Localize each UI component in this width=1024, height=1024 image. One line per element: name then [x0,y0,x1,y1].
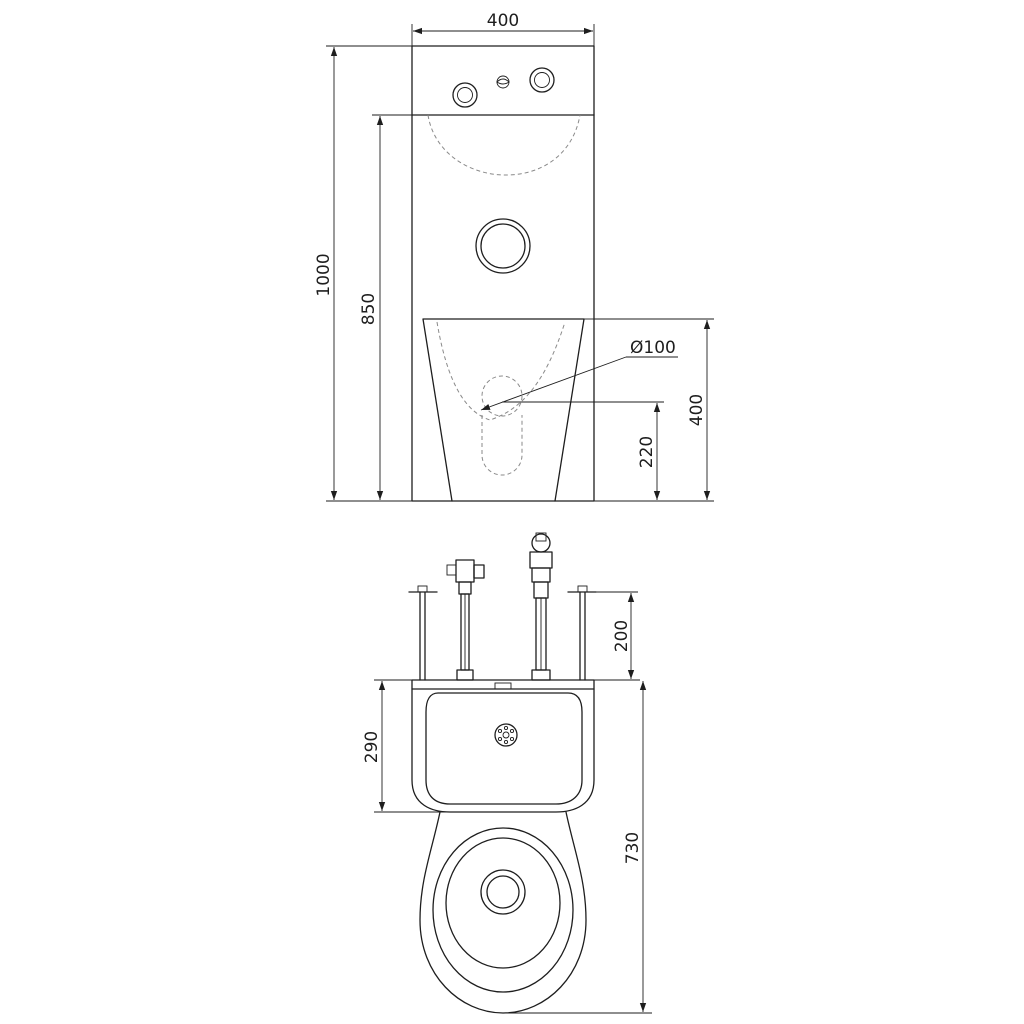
left-supply-valve [446,559,485,681]
pan-outlet-icon [480,869,526,915]
basin-inner-bowl [425,692,583,805]
top-view [408,532,597,1014]
left-fixing-rod [408,585,438,681]
right-fixing-rod [567,585,597,681]
dimension-basin-height: 850 [359,114,412,500]
pan-outer-outline [419,811,587,1014]
dimension-fixing-depth: 200 [594,591,640,681]
right-tap-icon [529,67,555,93]
hidden-pan-bowl [436,321,566,421]
hidden-basin-bowl [427,114,581,176]
flush-button-icon [475,218,531,274]
basin-outer-outline [411,688,595,813]
dimension-label-400-height: 400 [687,394,707,426]
dimension-label-220: 220 [637,436,657,468]
pan-rim [432,827,574,993]
hidden-outlet-pipe [481,415,523,476]
unit-body-outline [411,45,595,502]
dimension-label-730: 730 [623,832,643,864]
dimension-pan-height: 400 [594,318,714,502]
left-tap-icon [452,82,478,108]
dimension-total-depth: 730 [503,681,652,1014]
sensor-eye-icon [496,75,510,89]
pan-inner-bowl [445,837,561,969]
basin-drain-icon [494,723,518,747]
dimension-label-200: 200 [612,620,632,652]
right-flush-valve [529,532,553,681]
toilet-pan-outline [422,318,585,502]
dimension-outlet-height: 220 [502,401,664,500]
back-plate [411,679,595,690]
dimension-label-diameter: Ø100 [630,338,676,358]
dimension-label-850: 850 [359,293,379,325]
dimension-label-1000: 1000 [314,253,334,296]
dimension-outlet-diameter: Ø100 [480,338,678,411]
dimension-total-height: 1000 [314,45,412,502]
front-view [411,45,595,502]
back-plate-slot [494,682,512,690]
dimension-front-width: 400 [411,11,595,46]
dimension-basin-depth: 290 [362,679,450,813]
dimension-label-400-width: 400 [487,11,519,31]
hidden-outlet-circle [481,375,523,417]
dimension-label-290: 290 [362,731,382,763]
